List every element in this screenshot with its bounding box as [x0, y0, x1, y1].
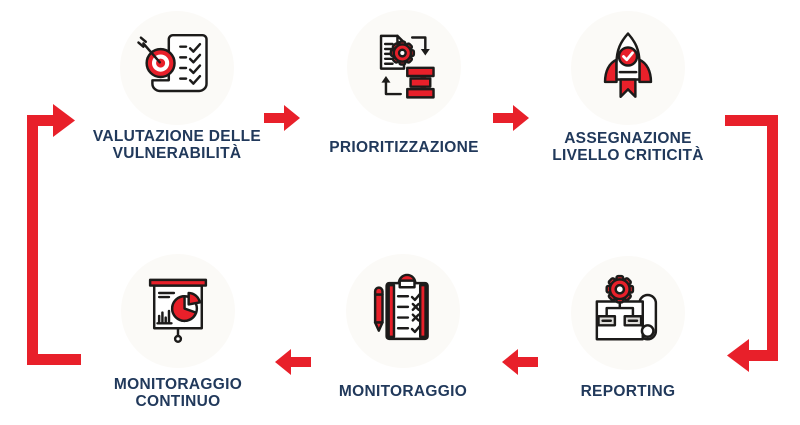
icon-circle — [346, 254, 460, 368]
connector-segment — [27, 115, 54, 126]
step-label: PRIORITIZZAZIONE — [329, 139, 479, 156]
connector-segment — [725, 115, 778, 126]
icon-circle — [571, 11, 685, 125]
flow-arrow-valutazione-to-prioritizzazione — [264, 105, 300, 131]
connector-segment — [27, 115, 38, 365]
step-label: VALUTAZIONE DELLE VULNERABILITÀ — [92, 128, 262, 162]
step-label: REPORTING — [580, 383, 676, 400]
flow-arrow-monitoraggio-to-continuo — [275, 349, 311, 375]
flow-arrow-prioritizzazione-to-assegnazione — [493, 105, 529, 131]
icon-circle — [347, 10, 461, 124]
icon-circle — [120, 11, 234, 125]
clipboard-checklist-icon — [373, 273, 429, 341]
rocket-icon — [603, 32, 653, 98]
blueprint-gear-icon — [595, 274, 658, 341]
arrowhead-left-icon — [727, 339, 749, 372]
icon-circle — [121, 254, 235, 368]
connector-segment — [767, 115, 778, 361]
step-label: ASSEGNAZIONE LIVELLO CRITICITÀ — [552, 130, 704, 164]
step-label: MONITORAGGIO CONTINUO — [113, 376, 243, 410]
arrowhead-right-icon — [53, 104, 75, 137]
target-checklist-icon — [137, 33, 208, 93]
document-gear-priority-icon — [379, 34, 435, 99]
flow-arrow-reporting-to-monitoraggio — [502, 349, 538, 375]
icon-circle — [571, 256, 685, 370]
presentation-pie-chart-icon — [148, 278, 208, 343]
connector-segment — [27, 354, 81, 365]
step-label: MONITORAGGIO — [338, 383, 468, 400]
connector-segment — [749, 350, 778, 361]
